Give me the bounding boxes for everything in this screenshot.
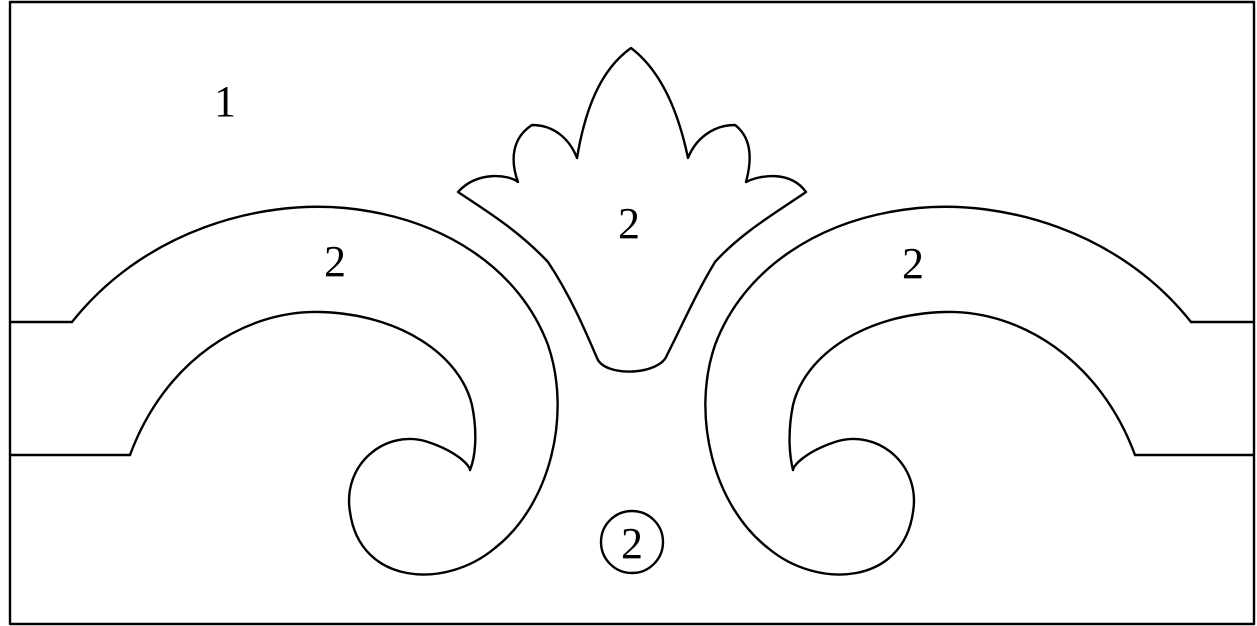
region-label-background: 1 [214,77,236,126]
right-scroll-outer [705,207,1191,575]
region-label-center-leaf: 2 [618,199,640,248]
region-label-left-scroll: 2 [324,237,346,286]
region-label-center-gap: 2 [621,519,643,568]
left-scroll-inner [130,312,475,470]
right-scroll-inner [790,312,1135,470]
left-scroll-outer [72,207,558,575]
region-label-right-scroll: 2 [902,239,924,288]
